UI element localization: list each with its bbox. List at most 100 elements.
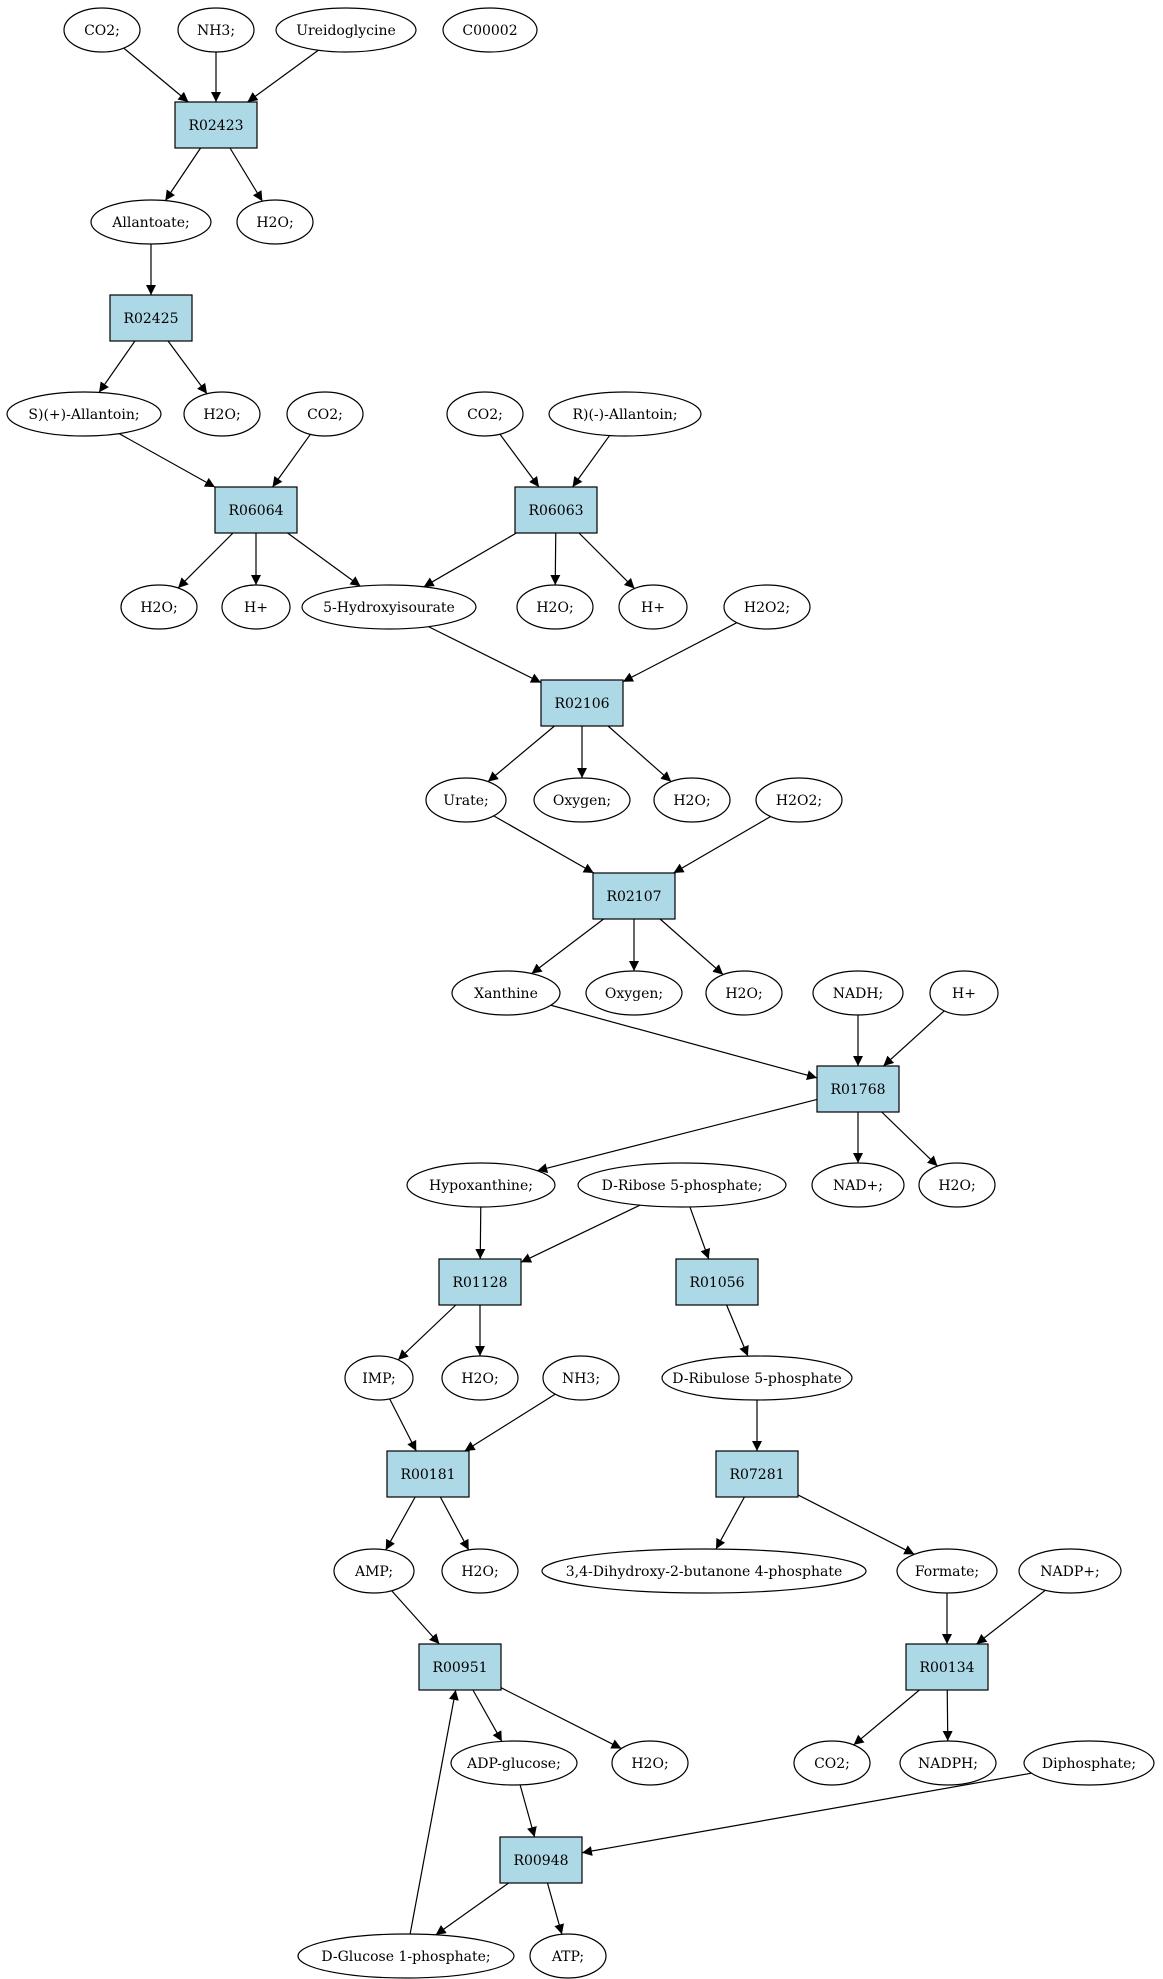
compound-node-c_hplus_1[interactable]: H+ xyxy=(221,584,291,630)
compound-node-c_nadplus[interactable]: NAD+; xyxy=(811,1162,905,1208)
edge-r_R01768-to-c_hypoxanthine xyxy=(537,1098,818,1174)
edge-r_R06064-to-c_5hiu xyxy=(287,532,361,587)
compound-node-c_dhbp[interactable]: 3,4-Dihydroxy-2-butanone 4-phosphate xyxy=(541,1548,867,1594)
compound-node-c_h2o_10[interactable]: H2O; xyxy=(611,1740,689,1786)
reaction-node-r_R02107[interactable]: R02107 xyxy=(592,872,676,920)
compound-node-c_h2o_7[interactable]: H2O; xyxy=(918,1162,996,1208)
reaction-node-r_R02423[interactable]: R02423 xyxy=(174,101,258,149)
reaction-node-r_R02425[interactable]: R02425 xyxy=(109,294,193,342)
compound-node-c_h2o_3[interactable]: H2O; xyxy=(120,584,198,630)
compound-ellipse xyxy=(177,7,255,53)
reaction-node-r_R06064[interactable]: R06064 xyxy=(214,486,298,534)
node-label: H2O; xyxy=(461,1371,498,1387)
reaction-node-r_R00181[interactable]: R00181 xyxy=(386,1450,470,1498)
compound-ellipse xyxy=(723,584,811,630)
compound-ellipse xyxy=(541,1548,867,1594)
compound-ellipse xyxy=(441,1355,519,1401)
reaction-node-r_R06063[interactable]: R06063 xyxy=(514,486,598,534)
reaction-box xyxy=(540,679,624,727)
node-label: H2O; xyxy=(725,986,762,1002)
edge-c_co2_1-to-r_R02423 xyxy=(123,47,189,103)
compound-node-c_atp[interactable]: ATP; xyxy=(529,1933,607,1979)
node-label: H+ xyxy=(641,600,665,616)
compound-node-c_adpglucose[interactable]: ADP-glucose; xyxy=(450,1740,578,1786)
edge-r_R01768-to-c_h2o_7 xyxy=(881,1111,938,1167)
edge-r_R02423-to-c_h2o_1 xyxy=(229,147,263,202)
reaction-node-r_R07281[interactable]: R07281 xyxy=(715,1450,799,1498)
compound-node-c_nadpplus[interactable]: NADP+; xyxy=(1018,1548,1122,1594)
compound-node-c_imp[interactable]: IMP; xyxy=(344,1355,414,1401)
compound-ellipse xyxy=(333,1548,415,1594)
edge-c_5hiu-to-r_R02106 xyxy=(428,626,542,684)
reaction-node-r_R01056[interactable]: R01056 xyxy=(675,1258,759,1306)
compound-node-c_co2_1[interactable]: CO2; xyxy=(63,7,141,53)
compound-node-c_allantoate[interactable]: Allantoate; xyxy=(90,199,212,245)
edge-r_R07281-to-c_dhbp xyxy=(715,1496,745,1550)
compound-node-c_h2o_1[interactable]: H2O; xyxy=(236,199,314,245)
reaction-node-r_R01768[interactable]: R01768 xyxy=(816,1065,900,1113)
compound-node-c_5hiu[interactable]: 5-Hydroxyisourate xyxy=(301,584,477,630)
compound-node-c_h2o_4[interactable]: H2O; xyxy=(516,584,594,630)
compound-node-c_c00002[interactable]: C00002 xyxy=(442,7,538,53)
compound-ellipse xyxy=(516,584,594,630)
nodes-layer: CO2; NH3; Ureidoglycine C00002R02423Allanto… xyxy=(6,7,1155,1979)
compound-node-c_h2o_6[interactable]: H2O; xyxy=(705,970,783,1016)
edge-c_amp-to-r_R00951 xyxy=(391,1590,440,1645)
compound-node-c_co2_4[interactable]: CO2; xyxy=(793,1740,871,1786)
compound-node-c_nh3_1[interactable]: NH3; xyxy=(177,7,255,53)
edge-r_R00134-to-c_co2_4 xyxy=(853,1689,920,1746)
compound-node-c_h2o_5[interactable]: H2O; xyxy=(653,777,731,823)
compound-node-c_co2_3[interactable]: CO2; xyxy=(446,391,524,437)
compound-ellipse xyxy=(918,1162,996,1208)
compound-node-c_oxygen_2[interactable]: Oxygen; xyxy=(585,970,683,1016)
compound-node-c_h2o_8[interactable]: H2O; xyxy=(441,1355,519,1401)
reaction-node-r_R02106[interactable]: R02106 xyxy=(540,679,624,727)
reaction-box xyxy=(418,1643,502,1691)
compound-node-c_dribulose5p[interactable]: D-Ribulose 5-phosphate xyxy=(661,1355,853,1401)
node-label: R01128 xyxy=(452,1275,507,1291)
node-label: CO2; xyxy=(84,23,120,39)
node-label: H2O; xyxy=(203,407,240,423)
compound-node-c_nh3_2[interactable]: NH3; xyxy=(542,1355,620,1401)
node-label: NADH; xyxy=(833,986,884,1002)
edge-c_h2o2_1-to-r_R02106 xyxy=(622,622,738,683)
compound-node-c_h2o2_1[interactable]: H2O2; xyxy=(723,584,811,630)
node-label: R00951 xyxy=(432,1660,487,1676)
reaction-node-r_R01128[interactable]: R01128 xyxy=(438,1258,522,1306)
reaction-box xyxy=(675,1258,759,1306)
compound-node-c_urate[interactable]: Urate; xyxy=(425,777,507,823)
compound-node-c_nadph[interactable]: NADPH; xyxy=(899,1740,997,1786)
compound-node-c_oxygen_1[interactable]: Oxygen; xyxy=(533,777,631,823)
compound-node-c_ureidoglycine[interactable]: Ureidoglycine xyxy=(275,7,417,53)
node-label: R)(-)-Allantoin; xyxy=(572,407,677,423)
compound-node-c_amp[interactable]: AMP; xyxy=(333,1548,415,1594)
compound-ellipse xyxy=(618,584,688,630)
reaction-box xyxy=(816,1065,900,1113)
reaction-node-r_R00951[interactable]: R00951 xyxy=(418,1643,502,1691)
compound-node-c_diphosphate[interactable]: Diphosphate; xyxy=(1023,1740,1155,1786)
compound-ellipse xyxy=(120,584,198,630)
edge-r_R02425-to-c_s_allantoin xyxy=(98,340,136,393)
node-label: NH3; xyxy=(562,1371,600,1387)
node-label: 5-Hydroxyisourate xyxy=(323,600,455,616)
compound-node-c_formate[interactable]: Formate; xyxy=(896,1548,998,1594)
node-label: R02423 xyxy=(188,118,243,134)
reaction-node-r_R00134[interactable]: R00134 xyxy=(905,1643,989,1691)
compound-node-c_h2o_2[interactable]: H2O; xyxy=(183,391,261,437)
compound-node-c_co2_2[interactable]: CO2; xyxy=(286,391,364,437)
edge-c_dribose5p-to-r_R01128 xyxy=(520,1204,641,1263)
compound-node-c_xanthine[interactable]: Xanthine xyxy=(451,970,561,1016)
compound-node-c_hypoxanthine[interactable]: Hypoxanthine; xyxy=(406,1162,556,1208)
compound-node-c_nadh[interactable]: NADH; xyxy=(812,970,904,1016)
compound-node-c_dribose5p[interactable]: D-Ribose 5-phosphate; xyxy=(577,1162,787,1208)
edge-r_R06063-to-c_5hiu xyxy=(423,532,517,588)
reaction-node-r_R00948[interactable]: R00948 xyxy=(499,1836,583,1884)
compound-node-c_dglucose1p[interactable]: D-Glucose 1-phosphate; xyxy=(297,1933,515,1979)
compound-node-c_hplus_2[interactable]: H+ xyxy=(618,584,688,630)
compound-node-c_h2o2_2[interactable]: H2O2; xyxy=(755,777,843,823)
compound-node-c_r_allantoin[interactable]: R)(-)-Allantoin; xyxy=(548,391,702,437)
compound-node-c_hplus_3[interactable]: H+ xyxy=(929,970,999,1016)
compound-node-c_s_allantoin[interactable]: S)(+)-Allantoin; xyxy=(6,391,162,437)
node-label: R00181 xyxy=(400,1467,455,1483)
compound-node-c_h2o_9[interactable]: H2O; xyxy=(441,1548,519,1594)
